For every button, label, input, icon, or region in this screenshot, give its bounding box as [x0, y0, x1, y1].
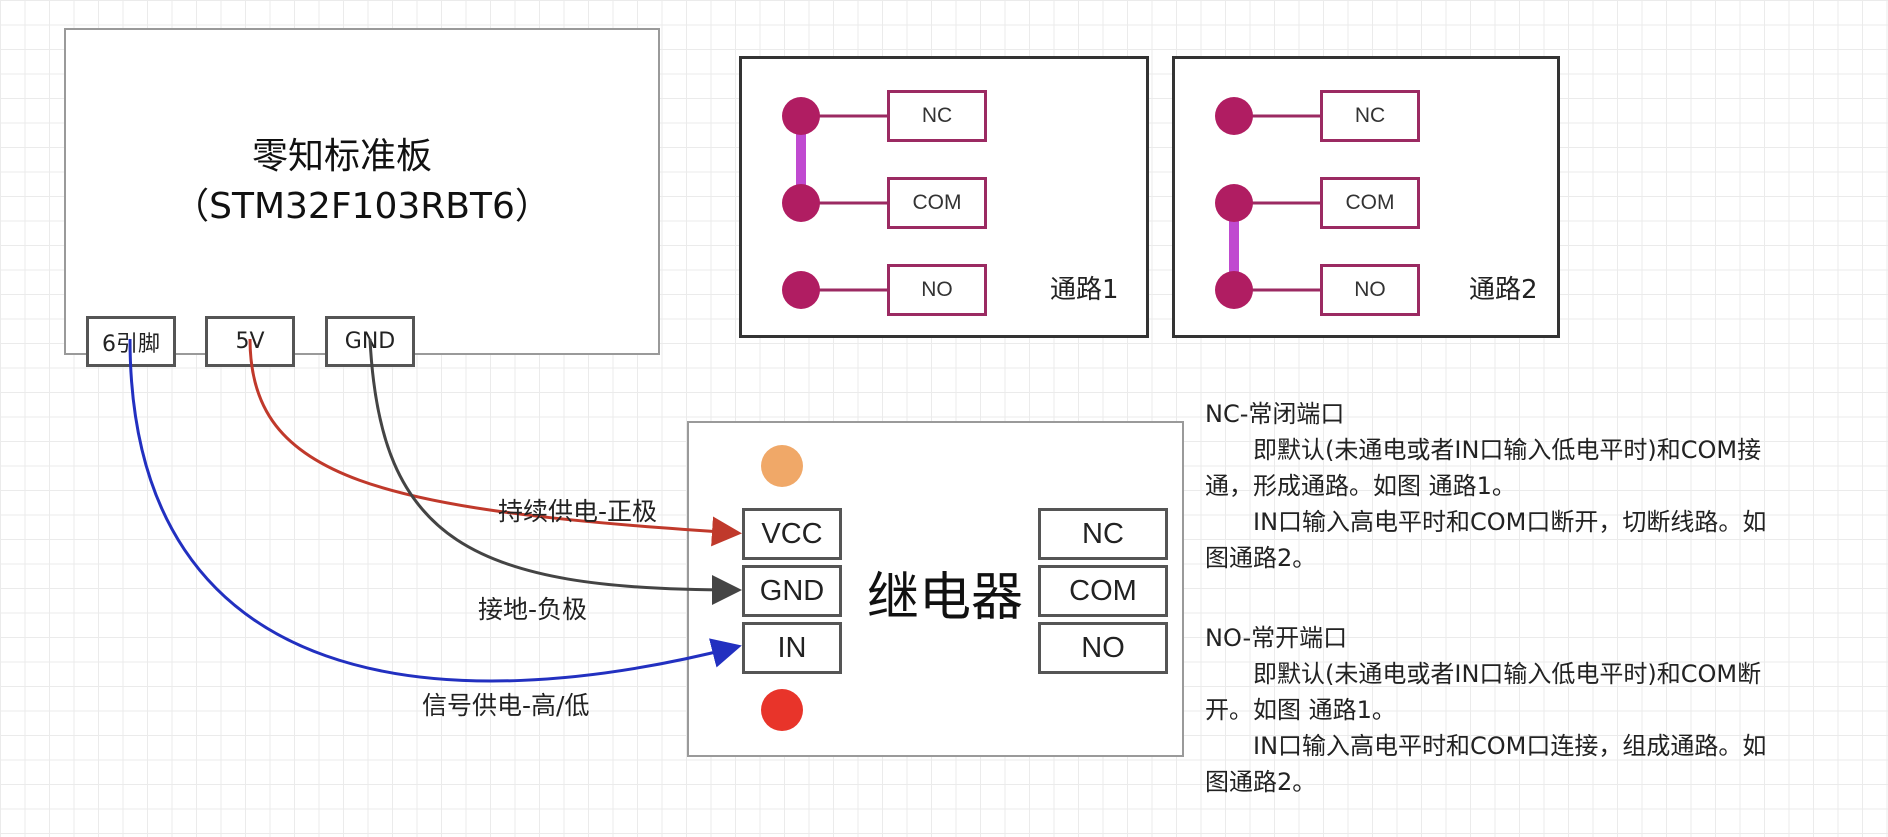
channel-1-graphic [782, 97, 887, 309]
relay-pin-gnd: GND [742, 565, 842, 617]
wire-6-in [128, 338, 742, 683]
nc-line-1: 即默认(未通电或者IN口输入低电平时)和COM接 [1253, 436, 1762, 464]
board-title: 零知标准板 （STM32F103RBT6） [66, 132, 658, 232]
terminal-com: COM [887, 177, 987, 229]
nc-line-3: IN口输入高电平时和COM口断开，切断线路。如 [1253, 508, 1767, 536]
relay-pin-nc: NC [1038, 508, 1168, 560]
channel-label: 通路2 [1469, 275, 1538, 305]
dev-board: 零知标准板 （STM32F103RBT6） 6引脚 5V GND [64, 28, 660, 367]
nc-heading: NC-常闭端口 [1205, 400, 1345, 428]
board-name: 零知标准板 [251, 136, 432, 177]
terminal-dot-no [782, 271, 820, 309]
channel-panel-1: NC COM NO 通路1 [739, 56, 1149, 338]
no-line-2: 开。如图 通路1。 [1205, 696, 1396, 724]
relay-module: VCC GND IN NC COM NO 继电器 [687, 421, 1184, 757]
wire-label-ground: 接地-负极 [478, 595, 588, 624]
terminal-nc: NC [1320, 90, 1420, 142]
no-heading: NO-常开端口 [1205, 624, 1348, 652]
wire-5v-vcc [248, 338, 742, 547]
terminal-dot-com [782, 184, 820, 222]
terminal-dot-no [1215, 271, 1253, 309]
terminal-dot-nc [782, 97, 820, 135]
port-notes: NC-常闭端口 即默认(未通电或者IN口输入低电平时)和COM接 通，形成通路。… [1205, 396, 1865, 800]
wire-gnd-gnd [368, 338, 742, 605]
board-model: （STM32F103RBT6） [173, 186, 551, 227]
wire-label-signal: 信号供电-高/低 [422, 691, 590, 720]
wire-label-power: 持续供电-正极 [498, 497, 658, 526]
relay-title: 继电器 [867, 568, 1024, 628]
channel-panel-2: NC COM NO 通路2 [1172, 56, 1560, 338]
terminal-dot-com [1215, 184, 1253, 222]
power-led [761, 445, 803, 487]
channel-label: 通路1 [1050, 275, 1119, 305]
relay-pin-vcc: VCC [742, 508, 842, 560]
channel-2-graphic [1215, 97, 1320, 309]
no-line-1: 即默认(未通电或者IN口输入低电平时)和COM断 [1253, 660, 1762, 688]
terminal-com: COM [1320, 177, 1420, 229]
terminal-nc: NC [887, 90, 987, 142]
terminal-no: NO [887, 264, 987, 316]
terminal-dot-nc [1215, 97, 1253, 135]
relay-leds [761, 445, 803, 731]
relay-pin-no: NO [1038, 622, 1168, 674]
terminal-no: NO [1320, 264, 1420, 316]
nc-line-2: 通，形成通路。如图 通路1。 [1205, 472, 1516, 500]
no-line-3: IN口输入高电平时和COM口连接，组成通路。如 [1253, 732, 1767, 760]
signal-led [761, 689, 803, 731]
relay-pin-com: COM [1038, 565, 1168, 617]
nc-line-4: 图通路2。 [1205, 544, 1317, 572]
relay-pin-in: IN [742, 622, 842, 674]
no-line-4: 图通路2。 [1205, 768, 1317, 796]
